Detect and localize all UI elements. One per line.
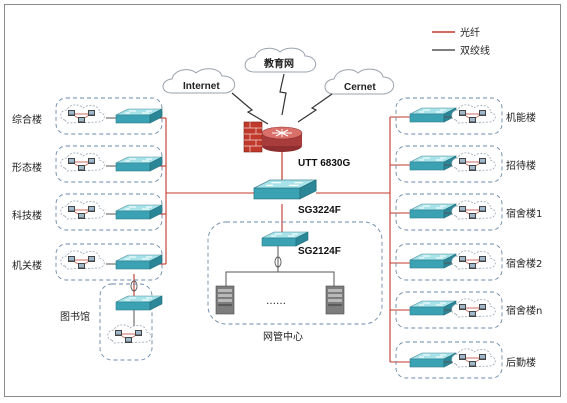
core-switch-icon	[253, 179, 317, 200]
building-label-1: 综合楼	[12, 113, 42, 126]
building-group-1: 综合楼	[12, 97, 163, 135]
right-building-label-6: 后勤楼	[506, 356, 536, 369]
building-group-3: 科技楼	[12, 193, 163, 231]
right-building-group-4: 宿舍楼2	[395, 243, 542, 281]
building-label-3: 科技楼	[12, 209, 42, 222]
right-building-label-2: 招待楼	[506, 159, 536, 172]
right-building-group-3: 宿舍楼1	[395, 193, 542, 231]
right-building-label-4: 宿舍楼2	[506, 257, 542, 270]
nms-server-right-icon	[325, 285, 345, 315]
right-building-label-1: 机能楼	[506, 111, 536, 124]
router-label: UTT 6830G	[298, 158, 350, 169]
right-building-group-2: 招待楼	[395, 145, 536, 183]
right-building-group-1: 机能楼	[395, 97, 536, 135]
nms-dots: ……	[266, 296, 286, 307]
education-network-label: 教育网	[263, 57, 294, 70]
building-group-2: 形态楼	[12, 145, 163, 183]
right-building-label-3: 宿舍楼1	[506, 207, 542, 220]
twisted-pair-legend-label: 双绞线	[460, 44, 490, 57]
cernet-label: Cernet	[344, 82, 376, 93]
education-network-cloud: 教育网	[244, 47, 317, 73]
firewall-icon	[243, 121, 263, 153]
core-switch-label: SG3224F	[298, 205, 341, 216]
legend: 光纤 双绞线	[432, 26, 490, 57]
access-switch-label: SG2124F	[298, 246, 341, 257]
library-label: 图书馆	[60, 310, 90, 323]
backbone-links	[150, 116, 410, 363]
right-building-group-5: 宿舍楼n	[395, 291, 542, 329]
building-group-4: 机关楼	[12, 243, 163, 281]
building-label-2: 形态楼	[12, 161, 42, 174]
nms-center: SG2124F ……	[207, 221, 383, 325]
building-label-4: 机关楼	[12, 259, 42, 272]
internet-cloud: Internet	[162, 68, 236, 94]
right-building-label-5: 宿舍楼n	[506, 304, 542, 317]
right-building-group-6: 后勤楼	[395, 341, 536, 379]
internet-label: Internet	[183, 81, 220, 92]
nms-label: 网管中心	[263, 330, 303, 343]
fiber-legend-label: 光纤	[460, 26, 480, 39]
wan-links	[231, 73, 333, 125]
cernet-cloud: Cernet	[324, 68, 395, 95]
nms-server-left-icon	[215, 285, 235, 315]
router-icon	[261, 126, 303, 152]
library-group: 图书馆	[60, 274, 163, 361]
